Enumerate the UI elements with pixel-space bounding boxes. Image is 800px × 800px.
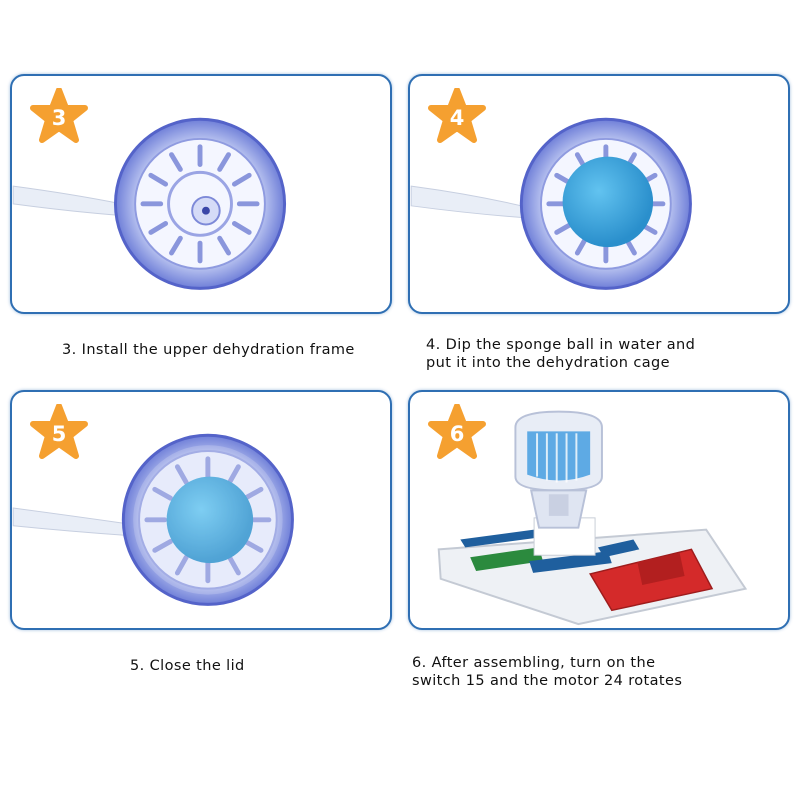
caption-line: 3. Install the upper dehydration frame <box>62 342 355 358</box>
star-badge-icon <box>428 88 486 143</box>
caption-line: 5. Close the lid <box>130 658 245 674</box>
caption-line: switch 15 and the motor 24 rotates <box>412 673 683 689</box>
step-5-badge: 5 <box>30 404 88 462</box>
step-5-photo <box>12 433 294 606</box>
step-4-badge: 4 <box>428 88 486 146</box>
step-number: 5 <box>51 422 67 446</box>
step-3-photo <box>12 117 287 290</box>
step-4-photo <box>410 117 692 290</box>
star-badge-icon <box>428 404 486 459</box>
star-badge-icon <box>30 404 88 459</box>
step-number: 6 <box>449 422 465 446</box>
caption-line: 4. Dip the sponge ball in water and <box>426 337 696 353</box>
caption-line: 6. After assembling, turn on the <box>412 655 656 671</box>
step-number: 3 <box>51 106 67 130</box>
step-5-caption: 5. Close the lid <box>130 657 245 675</box>
step-6-panel: 6 <box>408 390 790 630</box>
step-3-badge: 3 <box>30 88 88 146</box>
step-6-photo <box>437 410 748 626</box>
step-3-panel: 3 <box>10 74 392 314</box>
step-4-caption: 4. Dip the sponge ball in water and put … <box>426 336 695 372</box>
step-number: 4 <box>449 106 465 130</box>
step-6-caption: 6. After assembling, turn on the switch … <box>412 654 682 690</box>
step-3-caption: 3. Install the upper dehydration frame <box>62 341 355 359</box>
caption-line: put it into the dehydration cage <box>426 355 670 371</box>
step-4-panel: 4 <box>408 74 790 314</box>
star-badge-icon <box>30 88 88 143</box>
step-6-badge: 6 <box>428 404 486 462</box>
step-5-panel: 5 <box>10 390 392 630</box>
